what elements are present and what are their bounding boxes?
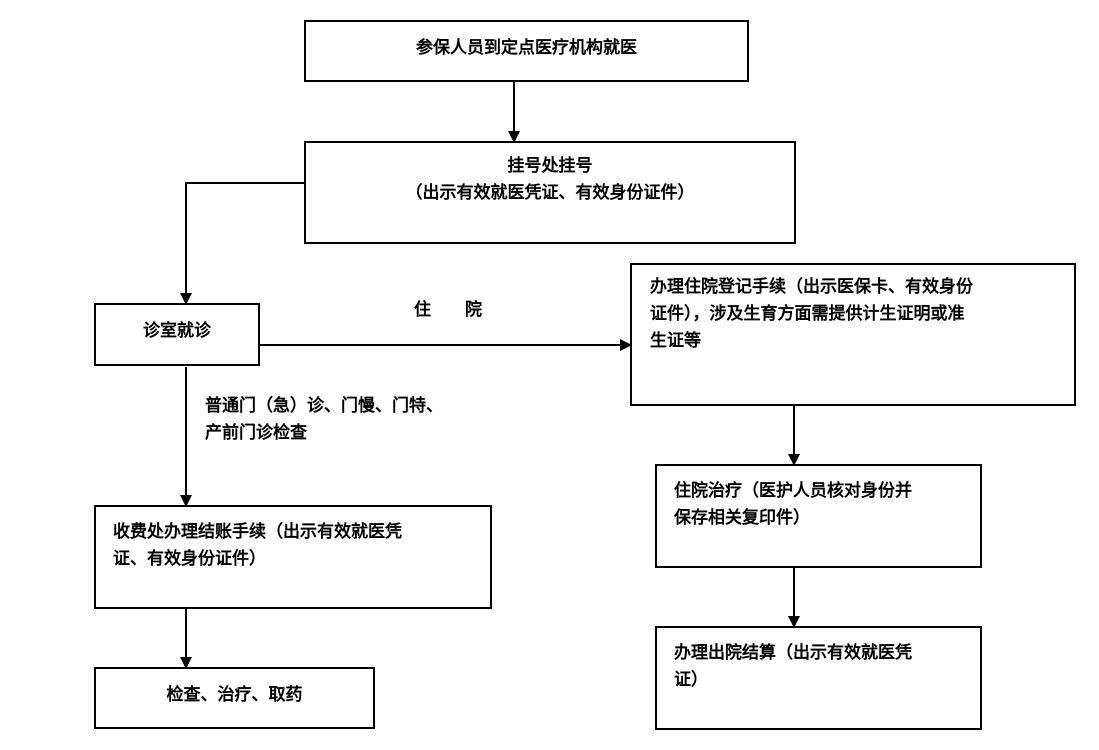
edge-label-outpatient: 普通门（急）诊、门慢、门特、 产前门诊检查 xyxy=(205,393,443,447)
node-discharge-settlement: 办理出院结算（出示有效就医凭 证） xyxy=(655,626,982,730)
node-clinic-visit: 诊室就诊 xyxy=(94,303,260,366)
edge-label-inpatient-text: 住 院 xyxy=(414,300,482,320)
node-exam-treatment-text: 检查、治疗、取药 xyxy=(166,685,303,705)
edge-label-outpatient-line-2: 产前门诊检查 xyxy=(205,423,307,443)
edge-label-outpatient-line-1: 普通门（急）诊、门慢、门特、 xyxy=(205,396,443,416)
node-discharge-settlement-line-1: 办理出院结算（出示有效就医凭 xyxy=(674,643,912,663)
node-clinic-visit-text: 诊室就诊 xyxy=(143,321,211,341)
node-start-text: 参保人员到定点医疗机构就医 xyxy=(416,38,637,58)
node-payment-line-1: 收费处办理结账手续（出示有效就医凭 xyxy=(113,522,402,542)
node-start: 参保人员到定点医疗机构就医 xyxy=(304,20,749,82)
node-registration-subtitle: （出示有效就医凭证、有效身份证件） xyxy=(405,183,695,203)
node-exam-treatment: 检查、治疗、取药 xyxy=(94,667,375,729)
node-inpatient-registration: 办理住院登记手续（出示医保卡、有效身份 证件），涉及生育方面需提供计生证明或准 … xyxy=(630,263,1076,406)
node-inpatient-treatment-line-2: 保存相关复印件） xyxy=(674,508,810,528)
node-inpatient-treatment: 住院治疗（医护人员核对身份并 保存相关复印件） xyxy=(655,464,982,568)
node-inpatient-registration-line-3: 生证等 xyxy=(650,331,701,351)
node-registration-title: 挂号处挂号 xyxy=(507,156,593,176)
node-inpatient-treatment-line-1: 住院治疗（医护人员核对身份并 xyxy=(674,481,912,501)
node-registration: 挂号处挂号 （出示有效就医凭证、有效身份证件） xyxy=(304,141,796,244)
node-payment-line-2: 证、有效身份证件） xyxy=(113,549,266,569)
node-payment: 收费处办理结账手续（出示有效就医凭 证、有效身份证件） xyxy=(94,505,492,609)
node-inpatient-registration-line-2: 证件），涉及生育方面需提供计生证明或准 xyxy=(650,304,965,324)
edge-label-inpatient: 住 院 xyxy=(414,297,482,324)
node-discharge-settlement-line-2: 证） xyxy=(674,670,708,690)
node-inpatient-registration-line-1: 办理住院登记手续（出示医保卡、有效身份 xyxy=(650,277,973,297)
arrow-registration-to-clinic xyxy=(180,182,305,305)
